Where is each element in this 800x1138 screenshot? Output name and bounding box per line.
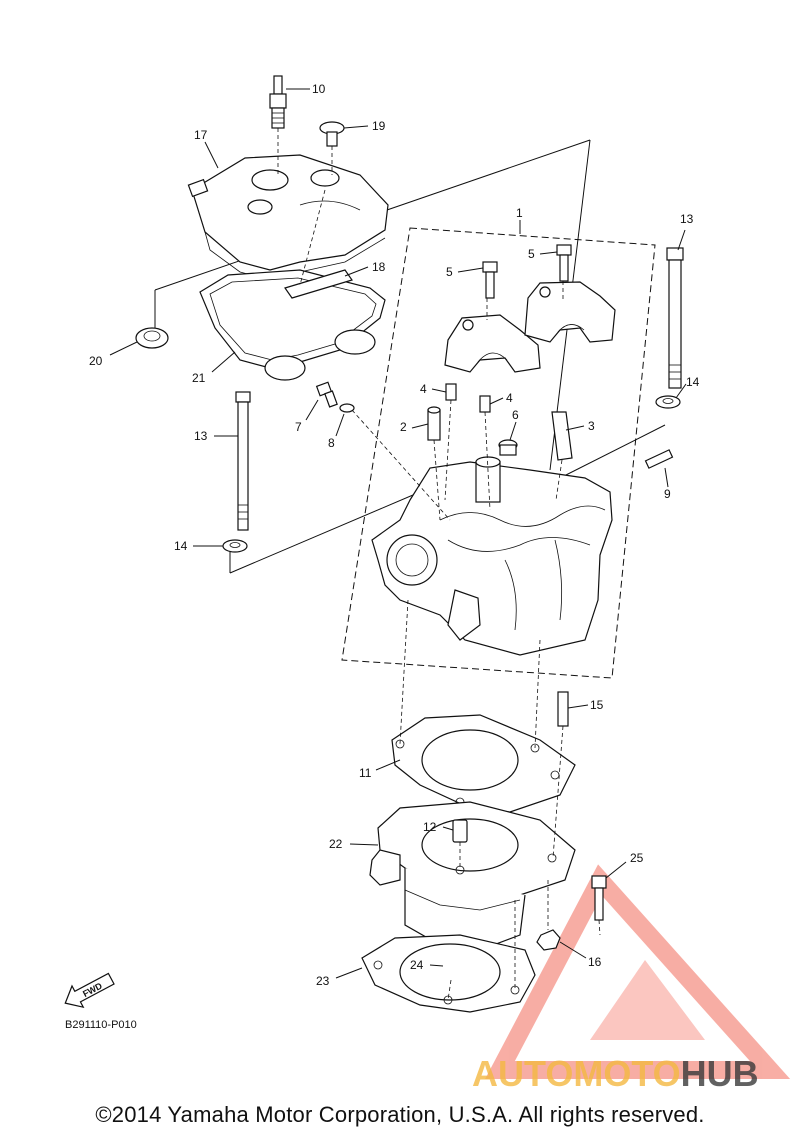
fwd-arrow-icon: FWD: [64, 972, 115, 1009]
callout-13b: 13: [680, 212, 694, 226]
callout-20: 20: [89, 354, 103, 368]
alignment-lines: [277, 128, 601, 1001]
callout-12: 12: [423, 820, 437, 834]
leader-lines: [109, 88, 687, 979]
callout-13a: 13: [194, 429, 208, 443]
callout-14b: 14: [686, 375, 700, 389]
callout-labels: 1 2 3 4 4 5 5 6 7 8 9 10 11 12 13 13 14 …: [89, 82, 700, 988]
dowel-15: [557, 691, 569, 727]
plug-tube: [551, 411, 573, 461]
callout-5b: 5: [528, 247, 535, 261]
watermark-part2: HUB: [681, 1053, 759, 1094]
callout-11: 11: [359, 766, 372, 780]
cap-bolt-5a: [482, 261, 498, 299]
washer-14-left: [222, 539, 248, 553]
head-cover: [187, 154, 389, 281]
nut-16: [536, 929, 561, 951]
washer-8: [339, 403, 355, 413]
stud-bolt-13-left: [235, 391, 251, 531]
callout-25: 25: [630, 851, 644, 865]
callout-10: 10: [312, 82, 326, 96]
spark-plug: [269, 75, 287, 129]
watermark-logo: [485, 864, 791, 1079]
callout-21: 21: [192, 371, 206, 385]
callout-4b: 4: [506, 391, 513, 405]
callout-18: 18: [372, 260, 386, 274]
washer-14-right: [655, 395, 681, 409]
cap-bolt-5b: [556, 244, 572, 282]
camshaft-cap-right: [524, 281, 616, 343]
callout-14a: 14: [174, 539, 188, 553]
callout-24: 24: [410, 958, 424, 972]
dowel-pin-b: [479, 395, 491, 413]
cylinder-base-gasket: [361, 934, 536, 1013]
plate-bracket: [284, 269, 353, 299]
exploded-parts-diagram: 1 2 3 4 4 5 5 6 7 8 9 10 11 12 13 13 14 …: [64, 75, 791, 1094]
callout-7: 7: [295, 420, 302, 434]
callout-2: 2: [400, 420, 407, 434]
callout-4a: 4: [420, 382, 427, 396]
callout-8: 8: [328, 436, 335, 450]
callout-5a: 5: [446, 265, 453, 279]
camshaft-cap-left: [444, 314, 541, 373]
copyright-notice: ©2014 Yamaha Motor Corporation, U.S.A. A…: [95, 1102, 705, 1127]
dowel-12: [452, 819, 468, 843]
svg-text:AUTOMOTOHUB: AUTOMOTOHUB: [472, 1053, 759, 1094]
oil-plug: [319, 121, 345, 147]
callout-16: 16: [588, 955, 602, 969]
watermark-wordmark: AUTOMOTOHUB: [472, 1053, 759, 1094]
cap-6: [498, 439, 518, 456]
stud-bolt-13-right: [666, 247, 684, 389]
bolt-7: [315, 381, 338, 408]
callout-15: 15: [590, 698, 604, 712]
callout-19: 19: [372, 119, 386, 133]
cylinder-head: [371, 456, 613, 656]
cylinder-head-gasket: [391, 714, 576, 813]
cylinder-block: [369, 801, 576, 951]
seal-ring: [135, 327, 169, 349]
callout-23: 23: [316, 974, 330, 988]
spark-plug-sleeve: [427, 406, 441, 441]
callout-22: 22: [329, 837, 343, 851]
stud-9: [644, 449, 674, 469]
head-cover-gasket: [199, 269, 386, 381]
callout-3: 3: [588, 419, 595, 433]
callout-17: 17: [194, 128, 208, 142]
diagram-reference-code: B291110-P010: [65, 1019, 137, 1031]
callout-6: 6: [512, 408, 519, 422]
callout-1: 1: [516, 206, 523, 220]
callout-9: 9: [664, 487, 671, 501]
watermark-part1: AUTOMOTO: [472, 1053, 681, 1094]
dowel-pin-a: [445, 383, 457, 401]
